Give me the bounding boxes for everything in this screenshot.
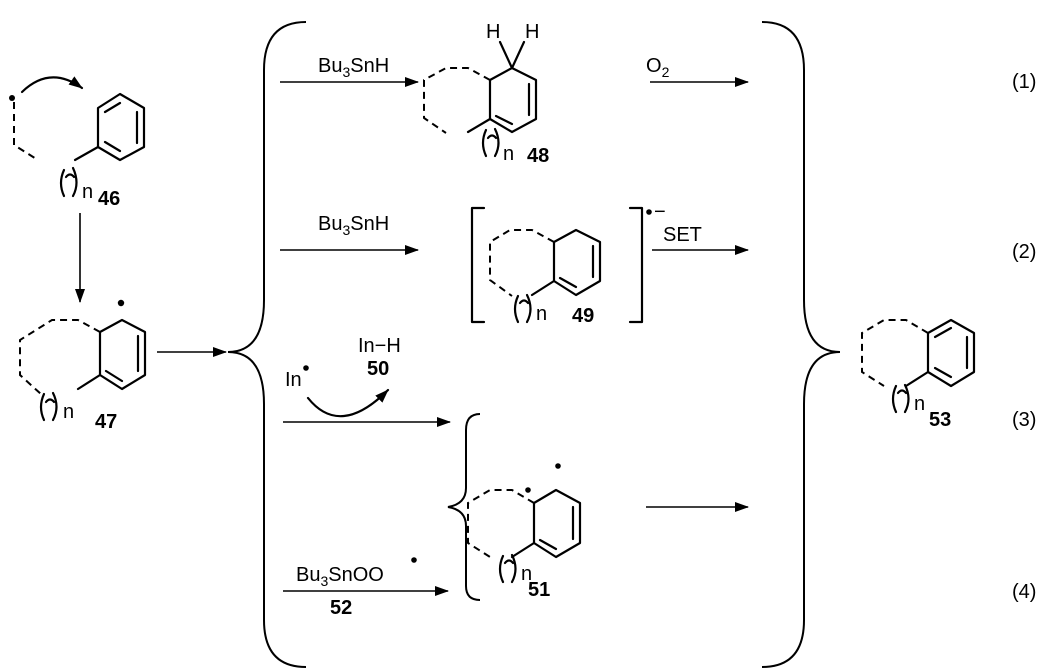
radical-dot-46 xyxy=(9,95,15,101)
compound-label-48: 48 xyxy=(527,145,549,167)
equation-number-4: (4) xyxy=(1012,581,1036,603)
compound-label-51: 51 xyxy=(528,579,550,601)
radical-dot-51a xyxy=(525,487,531,493)
double-bonds-51 xyxy=(538,505,575,551)
double-bonds-49 xyxy=(558,244,595,289)
benzene-double-bonds-53 xyxy=(933,326,969,379)
hydrogen-right: H xyxy=(525,21,539,43)
radical-dot-47 xyxy=(117,299,125,307)
left-curly-brace xyxy=(227,21,307,668)
ring-index-bracket-47 xyxy=(39,391,58,422)
ring-index-bracket-51 xyxy=(498,553,517,584)
cyclohexadiene-ring-48 xyxy=(466,66,538,134)
row-4: Bu3SnOO 52 (4) xyxy=(283,557,1036,619)
tether-53 xyxy=(861,319,929,387)
row-3: In In−H 50 (3) xyxy=(283,335,1036,431)
small-left-brace xyxy=(447,413,481,601)
compound-label-53: 53 xyxy=(929,409,951,431)
tether-48 xyxy=(423,67,491,134)
equation-number-2: (2) xyxy=(1012,241,1036,263)
row-2: Bu3SnH − n 49 SET (2) xyxy=(280,201,1036,327)
reagent-bu3snh-1: Bu3SnH xyxy=(318,55,389,80)
compound-48: H H n 48 xyxy=(423,21,549,167)
link-bond-46 xyxy=(73,145,100,162)
reagent-in-radical: In xyxy=(285,369,302,391)
cyclohexadiene-ring-49 xyxy=(530,228,602,297)
right-curly-brace xyxy=(761,21,841,668)
ring-index-47: n xyxy=(63,401,74,423)
right-square-bracket xyxy=(628,206,644,324)
compound-46: n 46 xyxy=(9,76,146,210)
double-bonds-48 xyxy=(494,82,531,126)
tether-49 xyxy=(489,229,555,297)
benzene-ring-53 xyxy=(904,318,976,388)
benzene-ring-46 xyxy=(96,92,146,162)
radical-dot-peroxyl xyxy=(411,557,417,563)
anion-charge-49: − xyxy=(654,201,666,223)
tether-46 xyxy=(13,102,39,161)
row-1: Bu3SnH H H n 48 O2 (1) xyxy=(280,21,1036,167)
compound-53: n 53 xyxy=(861,318,976,431)
cyclohexadienyl-ring-47 xyxy=(76,318,147,391)
ring-index-53: n xyxy=(914,393,925,415)
left-square-bracket xyxy=(470,206,486,324)
benzene-double-bonds-46 xyxy=(103,101,139,153)
cyclization-arrow xyxy=(20,76,84,94)
hydrogen-left: H xyxy=(486,21,500,43)
reagent-o2: O2 xyxy=(646,55,670,80)
ring-index-51: n xyxy=(521,563,532,585)
cyclohexadienyl-ring-51 xyxy=(510,488,582,559)
compound-label-49: 49 xyxy=(572,305,594,327)
tether-51 xyxy=(467,489,535,558)
equation-number-3: (3) xyxy=(1012,409,1036,431)
ring-index-48: n xyxy=(503,143,514,165)
ring-index-bracket-46 xyxy=(59,166,78,198)
compound-51: n 51 xyxy=(467,463,582,601)
curved-abstraction-arrow xyxy=(306,388,390,418)
compound-49: − n 49 xyxy=(470,201,666,327)
ring-index-bracket-48 xyxy=(481,127,500,158)
ring-index-49: n xyxy=(536,303,547,325)
ring-index-bracket-49 xyxy=(513,293,532,324)
ch2-bonds-48 xyxy=(498,40,526,70)
compound-label-46: 46 xyxy=(98,188,120,210)
compound-label-47: 47 xyxy=(95,411,117,433)
compound-label-50: 50 xyxy=(367,358,389,380)
compound-47: n 47 xyxy=(19,299,147,433)
double-bonds-47 xyxy=(104,334,140,383)
reagent-bu3snoo: Bu3SnOO xyxy=(296,564,384,589)
compound-label-52: 52 xyxy=(330,597,352,619)
reagent-bu3snh-2: Bu3SnH xyxy=(318,213,389,238)
radical-dot-49 xyxy=(646,209,652,215)
radical-dot-in xyxy=(303,365,309,371)
reagent-in-h: In−H xyxy=(358,335,401,357)
equation-number-1: (1) xyxy=(1012,71,1036,93)
reagent-set: SET xyxy=(663,224,702,246)
ring-index-46: n xyxy=(82,181,93,203)
ring-index-bracket-53 xyxy=(891,383,910,414)
radical-dot-51b xyxy=(555,463,561,469)
